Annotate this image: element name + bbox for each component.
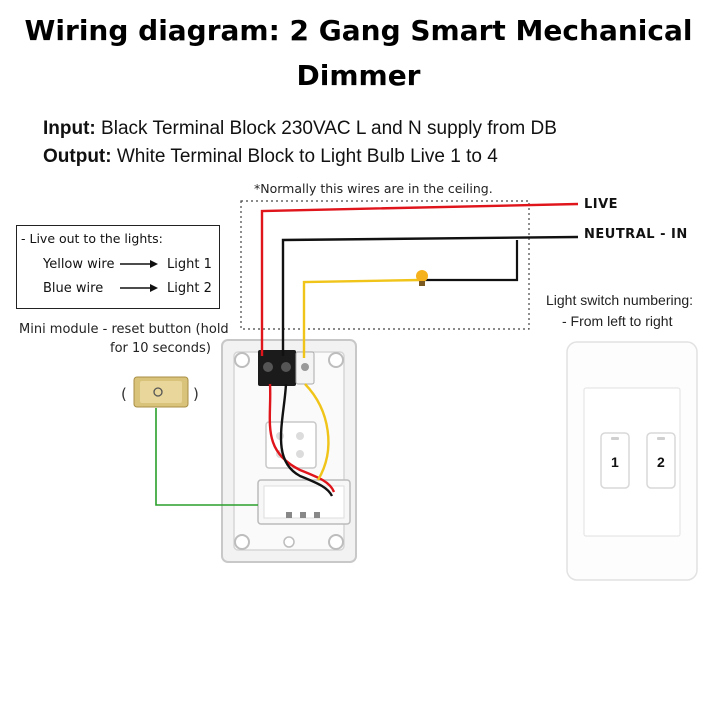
yellow-wire: [302, 278, 421, 358]
svg-text:): ): [193, 385, 199, 403]
ceiling-box: [240, 200, 530, 330]
internal-yellow-wire: [304, 383, 330, 481]
legend-box: - Live out to the lights: Yellow wire Li…: [16, 225, 220, 309]
input-line: Input: Black Terminal Block 230VAC L and…: [43, 118, 557, 140]
internal-black-wire: [279, 383, 334, 497]
live-label: LIVE: [584, 197, 619, 212]
ceiling-note: *Normally this wires are in the ceiling.: [254, 181, 493, 196]
black-terminal-block: [258, 350, 296, 386]
legend-row-blue-wire: Blue wire: [43, 281, 104, 296]
input-text: Black Terminal Block 230VAC L and N supp…: [101, 118, 557, 139]
legend-arrow-yellow: [120, 260, 158, 268]
output-label: Output:: [43, 146, 112, 167]
switch-key-1: 1: [611, 454, 619, 470]
wall-switch-plate: [566, 341, 698, 581]
reset-button-connector: [155, 408, 258, 506]
neutral-wire: [281, 235, 579, 356]
svg-text:(: (: [121, 385, 127, 403]
legend-arrow-blue: [120, 284, 158, 292]
smart-module: [257, 479, 351, 525]
output-line: Output: White Terminal Block to Light Bu…: [43, 146, 498, 168]
page-title: Wiring diagram: 2 Gang Smart Mechanical …: [24, 14, 693, 92]
internal-red-wire: [268, 383, 336, 493]
live-wire: [260, 202, 579, 356]
mini-module-label-line1: Mini module - reset button (hold: [19, 322, 229, 337]
numbering-label-line1: Light switch numbering:: [546, 292, 694, 308]
legend-row-blue-target: Light 2: [167, 281, 212, 296]
light-bulb-icon: [416, 270, 428, 286]
input-label: Input:: [43, 118, 96, 139]
neutral-bulb-wire: [425, 240, 519, 282]
mini-module-label-line2: for 10 seconds): [110, 341, 211, 356]
neutral-label: NEUTRAL - IN: [584, 227, 688, 242]
switch-key-2: 2: [657, 454, 665, 470]
legend-row-yellow-target: Light 1: [167, 257, 212, 272]
legend-row-yellow-wire: Yellow wire: [43, 257, 115, 272]
output-text: White Terminal Block to Light Bulb Live …: [116, 146, 498, 167]
reset-button-module: ( ): [121, 376, 199, 408]
legend-header: - Live out to the lights:: [21, 231, 163, 246]
numbering-label-line2: - From left to right: [562, 313, 673, 329]
